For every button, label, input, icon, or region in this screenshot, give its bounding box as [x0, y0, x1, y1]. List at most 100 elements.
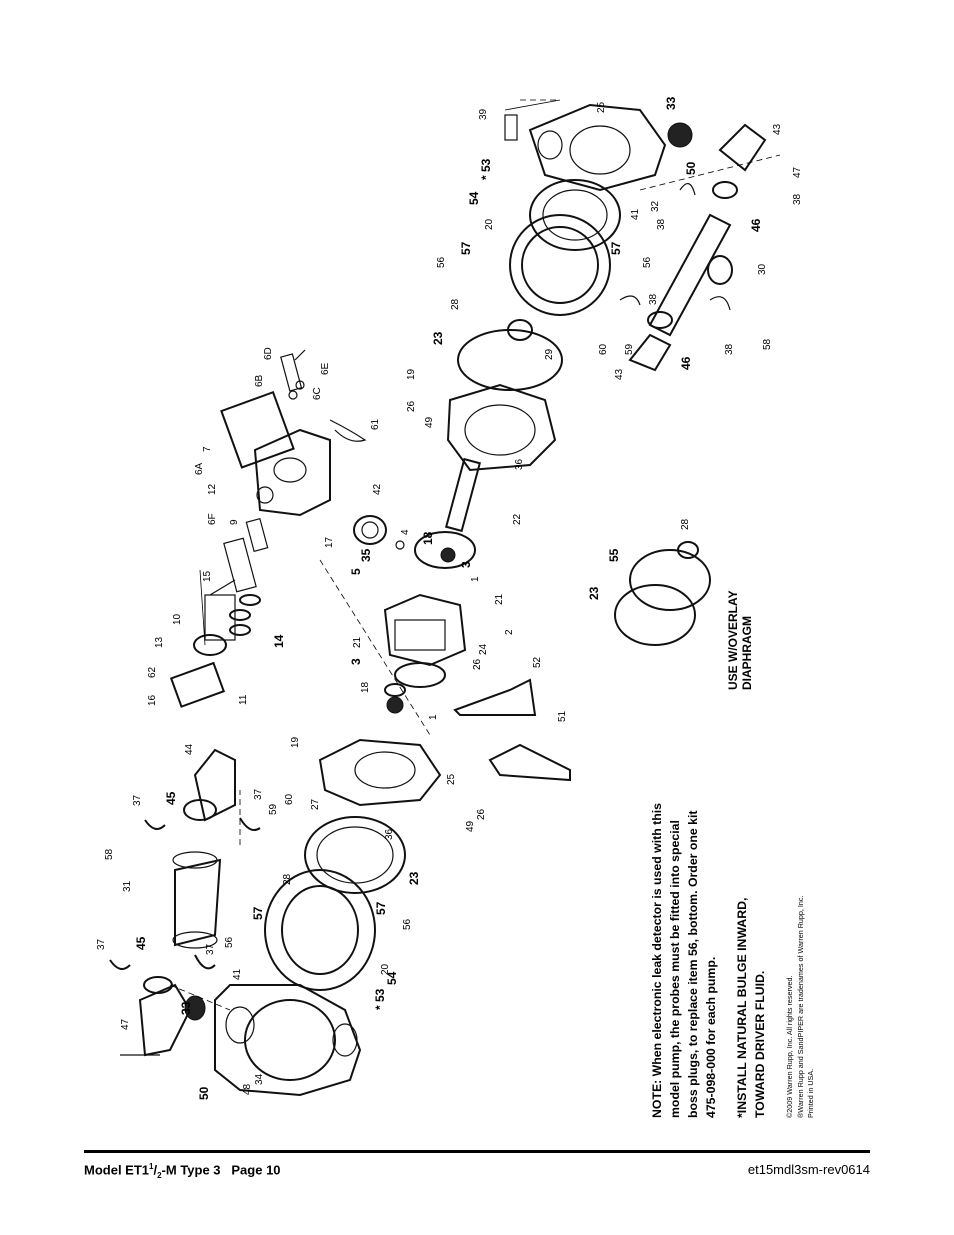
callout: 17 [324, 536, 335, 548]
callout: 49 [465, 820, 476, 832]
callout: 6F [207, 513, 218, 525]
callout: 33 [664, 96, 678, 110]
part-callouts: 47 50 33 48 34 37 45 37 41 56 57 * 53 54… [96, 96, 803, 1100]
callout: 48 [242, 1083, 253, 1095]
callout: 47 [792, 166, 803, 178]
callout: 23 [587, 586, 601, 600]
copyright-line: ©2009 Warren Rupp, Inc. All rights reser… [785, 975, 794, 1118]
copyright-line: ®Warren Rupp and SandPIPER are tradename… [795, 895, 805, 1119]
callout: 6D [263, 347, 274, 360]
callout: 30 [757, 263, 768, 275]
callout: 12 [207, 483, 218, 495]
callout: 32 [650, 200, 661, 212]
callout: 2 [504, 629, 515, 635]
callout: 21 [352, 636, 363, 648]
note-line: 475-098-000 for each pump. [704, 956, 718, 1118]
callout: 45 [134, 936, 148, 950]
callout: 56 [224, 936, 235, 948]
callout: 28 [450, 298, 461, 310]
callout: 43 [614, 368, 625, 380]
model-prefix: Model ET1 [84, 1162, 150, 1178]
callout: 31 [122, 880, 133, 892]
callout: 37 [132, 794, 143, 806]
callout: 50 [197, 1086, 211, 1100]
callout: 46 [679, 356, 693, 370]
footer-divider [84, 1150, 870, 1153]
callout: 29 [544, 348, 555, 360]
callout: 11 [238, 694, 249, 705]
callout: 36 [384, 828, 395, 840]
callout: 6B [254, 374, 265, 387]
overlay-line: DIAPHRAGM [740, 616, 754, 690]
callout: 49 [424, 416, 435, 428]
callout: 38 [648, 293, 659, 305]
callout: 58 [104, 848, 115, 860]
left-inner-housing [318, 738, 442, 807]
callout: 7 [202, 446, 213, 452]
callout: 6A [194, 462, 205, 475]
pilot-valve-assembly [169, 579, 236, 708]
page-number: Page 10 [231, 1162, 281, 1178]
copyright-notice: ©2009 Warren Rupp, Inc. All rights reser… [785, 896, 817, 1119]
left-elbow [120, 983, 206, 1057]
callout: 34 [254, 1073, 265, 1085]
footer-model-page: Model ET11/2-M Type 3 Page 10 [84, 1162, 281, 1180]
install-note: *INSTALL NATURAL BULGE INWARD, TOWARD DR… [733, 898, 769, 1118]
callout: 16 [147, 694, 158, 706]
callout: 37 [253, 788, 264, 800]
callout: 46 [749, 218, 763, 232]
callout: 59 [624, 343, 635, 355]
callout: 36 [514, 458, 525, 470]
install-line: TOWARD DRIVER FLUID. [753, 970, 767, 1118]
spool [223, 517, 269, 593]
right-diaphragm [457, 319, 563, 391]
callout: 56 [436, 256, 447, 268]
callout: 57 [609, 241, 623, 255]
callout: 62 [147, 666, 158, 678]
callout: 60 [598, 343, 609, 355]
note-line: model pump, the probes must be fitted in… [668, 820, 682, 1118]
callout: 1 [470, 576, 481, 582]
callout: 56 [642, 256, 653, 268]
callout: 15 [202, 570, 213, 582]
callout: 20 [380, 963, 391, 975]
callout: 23 [431, 331, 445, 345]
callout: 28 [282, 873, 293, 885]
callout: 61 [370, 418, 381, 430]
fraction-denominator: 2 [157, 1170, 162, 1180]
callout: 51 [557, 710, 568, 722]
callout: 23 [407, 871, 421, 885]
callout: 19 [290, 736, 301, 748]
callout: 10 [172, 613, 183, 625]
copyright-line: Printed in USA. [806, 1068, 815, 1118]
callout: 35 [359, 548, 373, 562]
callout: 37 [96, 938, 107, 950]
callout: 57 [374, 901, 388, 915]
overlay-diaphragm-note: USE W/OVERLAY DIAPHRAGM [726, 590, 754, 690]
callout: 54 [467, 191, 481, 205]
callout: 21 [494, 593, 505, 605]
callout: 58 [762, 338, 773, 350]
callout: 3 [349, 658, 363, 665]
callout: 44 [184, 743, 195, 755]
callout: 3 [459, 561, 473, 568]
callout: 45 [164, 791, 178, 805]
callout: 33 [179, 1001, 193, 1015]
callout: 43 [772, 123, 783, 135]
callout: 54 [385, 971, 399, 985]
callout: 39 [478, 108, 489, 120]
callout: 57 [459, 241, 473, 255]
overlay-diaphragm-set [614, 541, 711, 646]
right-inner-housing [444, 383, 557, 533]
callout: * 53 [479, 158, 493, 180]
callout: 57 [251, 906, 265, 920]
callout: 38 [724, 343, 735, 355]
callout: 28 [680, 518, 691, 530]
callout: 20 [484, 218, 495, 230]
model-suffix: -M Type 3 [161, 1162, 221, 1178]
callout: 38 [656, 218, 667, 230]
callout: 25 [596, 101, 607, 113]
install-line: *INSTALL NATURAL BULGE INWARD, [735, 897, 749, 1118]
left-outer-chamber [214, 984, 362, 1097]
